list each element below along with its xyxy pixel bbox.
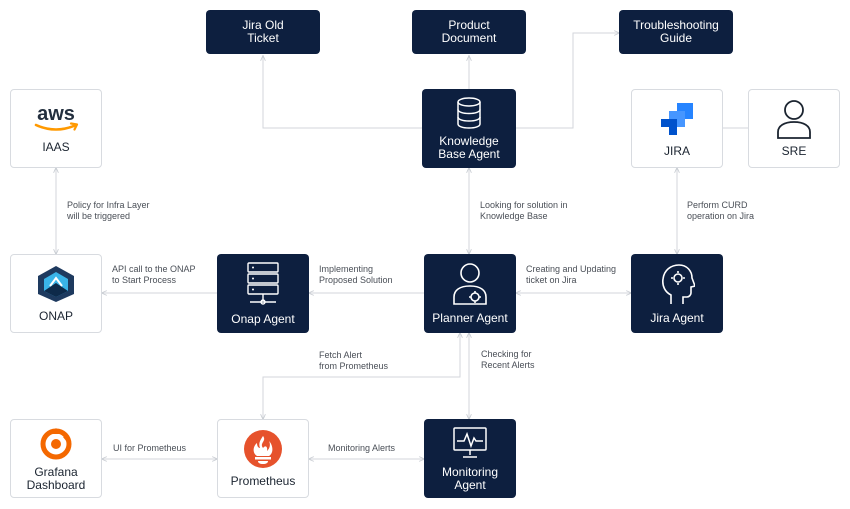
node-sre: SRE: [748, 89, 840, 168]
onap-logo-icon: [38, 266, 74, 302]
node-grafana-dashboard: Grafana Dashboard: [10, 419, 102, 498]
node-onap: ONAP: [10, 254, 102, 333]
aws-logo: aws: [34, 103, 79, 131]
monitor-pulse-icon: [453, 426, 487, 458]
server-rack-icon: [247, 262, 279, 305]
node-label: Troubleshooting Guide: [633, 18, 719, 45]
node-label: Onap Agent: [231, 312, 295, 326]
prometheus-logo-icon: [244, 430, 282, 468]
node-knowledge-base-agent: Knowledge Base Agent: [422, 89, 516, 168]
node-label: SRE: [781, 144, 807, 158]
node-onap-agent: Onap Agent: [217, 254, 309, 333]
edge-label-checking-alerts: Checking for Recent Alerts: [481, 349, 535, 370]
node-label: IAAS: [42, 140, 70, 154]
grafana-logo-icon: [40, 427, 72, 459]
edge-label-monitoring-alerts: Monitoring Alerts: [328, 443, 396, 453]
node-monitoring-agent: Monitoring Agent: [424, 419, 516, 498]
node-label: Prometheus: [230, 474, 296, 488]
node-iaas: aws IAAS: [10, 89, 102, 168]
node-troubleshooting-guide: Troubleshooting Guide: [619, 10, 733, 54]
node-prometheus: Prometheus: [217, 419, 309, 498]
edge-label-ui-prometheus: UI for Prometheus: [113, 443, 187, 453]
node-planner-agent: Planner Agent: [424, 254, 516, 333]
node-label: Jira Old Ticket: [242, 18, 284, 45]
edge-label-fetch-alert: Fetch Alert from Prometheus: [319, 350, 389, 371]
node-label: Monitoring Agent: [441, 464, 499, 492]
node-product-document: Product Document: [412, 10, 526, 54]
edge-kb-jira-old: [263, 56, 422, 129]
node-label: Knowledge Base Agent: [438, 133, 500, 161]
edge-label-creating-updating: Creating and Updating ticket on Jira: [526, 264, 617, 285]
node-label: ONAP: [38, 309, 73, 323]
user-outline-icon: [777, 100, 811, 139]
head-gear-icon: [662, 264, 695, 304]
node-jira: JIRA: [631, 89, 723, 168]
node-label: Jira Agent: [650, 311, 704, 325]
edge-label-api-call-onap: API call to the ONAP to Start Process: [112, 264, 196, 285]
edge-label-policy-infra: Policy for Infra Layer will be triggered: [67, 200, 150, 221]
node-jira-agent: Jira Agent: [631, 254, 723, 333]
node-jira-old-ticket: Jira Old Ticket: [206, 10, 320, 54]
edge-label-perform-curd: Perform CURD operation on Jira: [687, 200, 755, 221]
edge-label-implementing-solution: Implementing Proposed Solution: [319, 264, 393, 285]
node-label: Grafana Dashboard: [26, 464, 86, 492]
node-label: Product Document: [441, 18, 497, 45]
node-label: Planner Agent: [432, 311, 508, 325]
node-label: JIRA: [663, 144, 690, 158]
jira-logo-icon: [661, 103, 693, 135]
aws-logo-text: aws: [37, 103, 75, 125]
edge-kb-trouble: [516, 33, 619, 129]
edge-label-looking-solution: Looking for solution in Knowledge Base: [480, 200, 568, 221]
database-icon: [457, 96, 481, 129]
user-gear-icon: [453, 263, 487, 305]
edge-planner-prometheus: [263, 333, 460, 419]
